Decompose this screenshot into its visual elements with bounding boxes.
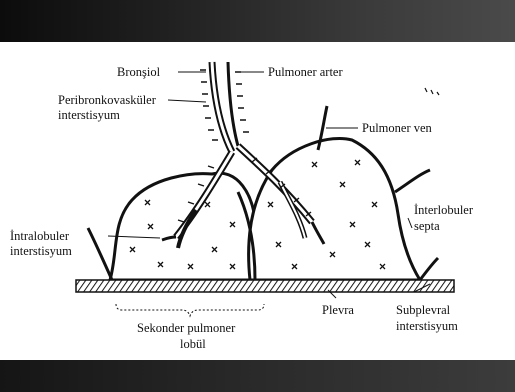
label-sekonder: Sekonder pulmoner	[137, 321, 236, 335]
pulmonary-lobule-diagram: Bronşiol Pulmoner arter Peribronkovaskül…	[0, 42, 515, 360]
label-subplevral-2: interstisyum	[396, 319, 458, 333]
septum-right	[395, 170, 430, 192]
label-sekonder-2: lobül	[180, 337, 206, 351]
label-peribronkovaskuler-2: interstisyum	[58, 108, 120, 122]
bottom-dark-band	[0, 360, 515, 392]
stray-marks	[425, 88, 439, 95]
pleura-band	[76, 280, 454, 292]
right-lobule	[249, 138, 420, 280]
label-bronsiol: Bronşiol	[117, 65, 161, 79]
label-pulmoner-ven: Pulmoner ven	[362, 121, 433, 135]
label-plevra: Plevra	[322, 303, 354, 317]
label-intralobuler: İntralobuler	[10, 229, 70, 243]
label-peribronkovaskuler: Peribronkovasküler	[58, 93, 157, 107]
label-interlobuler: İnterlobuler	[414, 203, 474, 217]
septum-right-lower	[420, 258, 438, 280]
label-pulmoner-arter: Pulmoner arter	[268, 65, 343, 79]
label-interlobuler-2: septa	[414, 219, 440, 233]
top-dark-band	[0, 0, 515, 42]
label-intralobuler-2: interstisyum	[10, 244, 72, 258]
label-subplevral: Subplevral	[396, 303, 451, 317]
